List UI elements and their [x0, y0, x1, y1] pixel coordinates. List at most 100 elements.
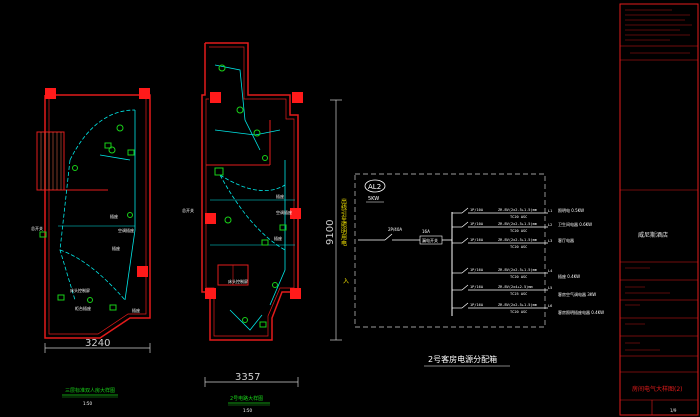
left-wire-run [69, 109, 136, 161]
circuit-cable: ZR-BV(2x4+2.5)mm [498, 285, 533, 289]
sheet-number: 1/9 [670, 408, 677, 413]
socket-icon [109, 304, 117, 311]
circuit-breaker: 1P/16A [470, 268, 484, 272]
title-block-frame [619, 3, 699, 416]
column [290, 288, 301, 299]
circuit-id: L6 [548, 304, 552, 308]
circuit-breaker: 1P/10A [470, 208, 484, 212]
left-wardrobe [36, 131, 65, 191]
column [45, 88, 56, 99]
circuit-conduit: TC20 ASC [510, 310, 527, 314]
panel-id: AL2 [368, 183, 381, 191]
left-wire-run [124, 110, 136, 301]
light-fixture-icon [116, 124, 124, 132]
column [292, 92, 303, 103]
main-breaker-icon [384, 233, 393, 241]
circuit-conduit: TC20 ASC [510, 229, 527, 233]
circuit-cable: ZR-BV(2x2.5+1.5)mm [498, 238, 537, 242]
right-room-walls [201, 42, 299, 341]
left-plan-scale: 1:50 [83, 401, 92, 406]
circuit-load: 插座 0.4KW [558, 273, 580, 279]
left-label: 插座 [112, 245, 120, 251]
circuit-conduit: TC20 ASC [510, 215, 527, 219]
light-fixture-icon [262, 155, 268, 161]
left-plan-title: 三层标准双人房大样图 [65, 387, 115, 394]
right-label: 插座 [274, 235, 282, 241]
light-fixture-icon [242, 317, 248, 323]
right-wire-run [214, 64, 261, 151]
light-fixture-icon [72, 165, 78, 171]
drawing-title: 房间电气大样图(2) [632, 385, 683, 393]
light-fixture-icon [108, 146, 116, 154]
right-plan-title: 2号电路大样图 [230, 395, 263, 402]
right-dimension-value: 3357 [235, 372, 260, 383]
column [137, 266, 148, 277]
column [205, 213, 216, 224]
right-label: 空调插座 [276, 209, 292, 215]
circuit-id: L2 [548, 223, 552, 227]
main-breaker-label: 2P/40A [388, 227, 402, 232]
circuit-id: L1 [548, 209, 552, 213]
panel-id-bubble [364, 179, 386, 193]
circuit-conduit: TC20 ASC [510, 275, 527, 279]
left-label: 床头控制屏 [70, 287, 90, 293]
right-plan-scale: 1:50 [243, 408, 252, 413]
panel-capacity: 5KW [368, 196, 379, 202]
light-fixture-icon [236, 106, 244, 114]
left-label: 空调插座 [118, 227, 134, 233]
socket-icon [39, 231, 47, 238]
column [139, 88, 150, 99]
breaker-icon [461, 302, 469, 309]
left-label: 插座 [110, 213, 118, 219]
circuit-row: 1P/16A ZR-BV(2x2.5+1.5)mm TC20 ASC L3 客厅… [452, 237, 574, 249]
panel-title: 2号客房电源分配箱 [428, 354, 497, 364]
right-wire-run [269, 160, 286, 306]
circuit-id: L4 [548, 269, 552, 273]
circuit-id: L5 [548, 286, 552, 290]
circuit-cable: ZR-BV(2x2.5+1.5)mm [498, 208, 537, 212]
socket-icon [57, 294, 65, 301]
circuit-cable: ZR-BV(2x2.5+1.5)mm [498, 268, 537, 272]
light-fixture-icon [224, 216, 232, 224]
riser-text: 出线引至照明用电 [340, 197, 347, 246]
light-fixture-icon [87, 297, 93, 303]
right-wire-run [219, 174, 286, 191]
incoming-label: 16A [422, 229, 430, 234]
light-fixture-icon [218, 64, 226, 72]
circuit-load: 照明电 0.5KW [558, 207, 584, 213]
panel-boundary [354, 173, 546, 328]
circuit-load: 客厅电器 [558, 237, 574, 243]
riser-entry-label: 入 [343, 278, 349, 285]
socket-icon [259, 321, 267, 328]
circuit-load: 客房照明插座电器 0.4KW [558, 309, 604, 315]
circuit-id: L3 [548, 239, 552, 243]
project-name: 威尼斯酒店 [638, 231, 668, 239]
left-wire-run [59, 159, 76, 301]
circuit-conduit: TC20 ASC [510, 245, 527, 249]
circuit-conduit: TC25 ASC [510, 292, 527, 296]
circuit-load: 客房空气调电器 3KW [558, 291, 596, 297]
right-label: 插座 [276, 193, 284, 199]
left-label: 总开关 [31, 225, 43, 231]
switch-icon [104, 142, 112, 149]
vertical-dimension: 9100 [325, 99, 342, 341]
breaker-icon [461, 221, 469, 228]
circuit-row: 1P/10A ZR-BV(2x2.5+1.5)mm TC20 ASC L2 卫生… [452, 221, 592, 233]
column [205, 288, 216, 299]
rcd-box-label: 漏电开关 [422, 237, 438, 243]
circuit-row: 1P/16A ZR-BV(2x4+2.5)mm TC25 ASC L5 客房空气… [452, 284, 596, 297]
left-room-inner-walls [48, 99, 147, 335]
column [210, 92, 221, 103]
light-fixture-icon [272, 282, 278, 288]
panel-schedule: AL2 5KW 2P/40A 16A 漏电开关 1P/10A ZR-BV(2x2… [354, 173, 604, 367]
breaker-icon [461, 237, 469, 244]
light-fixture-icon [253, 129, 261, 137]
circuit-row: 1P/16A ZR-BV(2x2.5+1.5)mm TC20 ASC L6 客房… [452, 302, 604, 315]
circuit-breaker: 1P/16A [470, 285, 484, 289]
panel-box-icon [214, 167, 224, 176]
light-fixture-icon [127, 212, 133, 218]
circuit-load: 卫生间电器 0.6KW [558, 221, 592, 227]
left-room-walls [44, 94, 151, 339]
